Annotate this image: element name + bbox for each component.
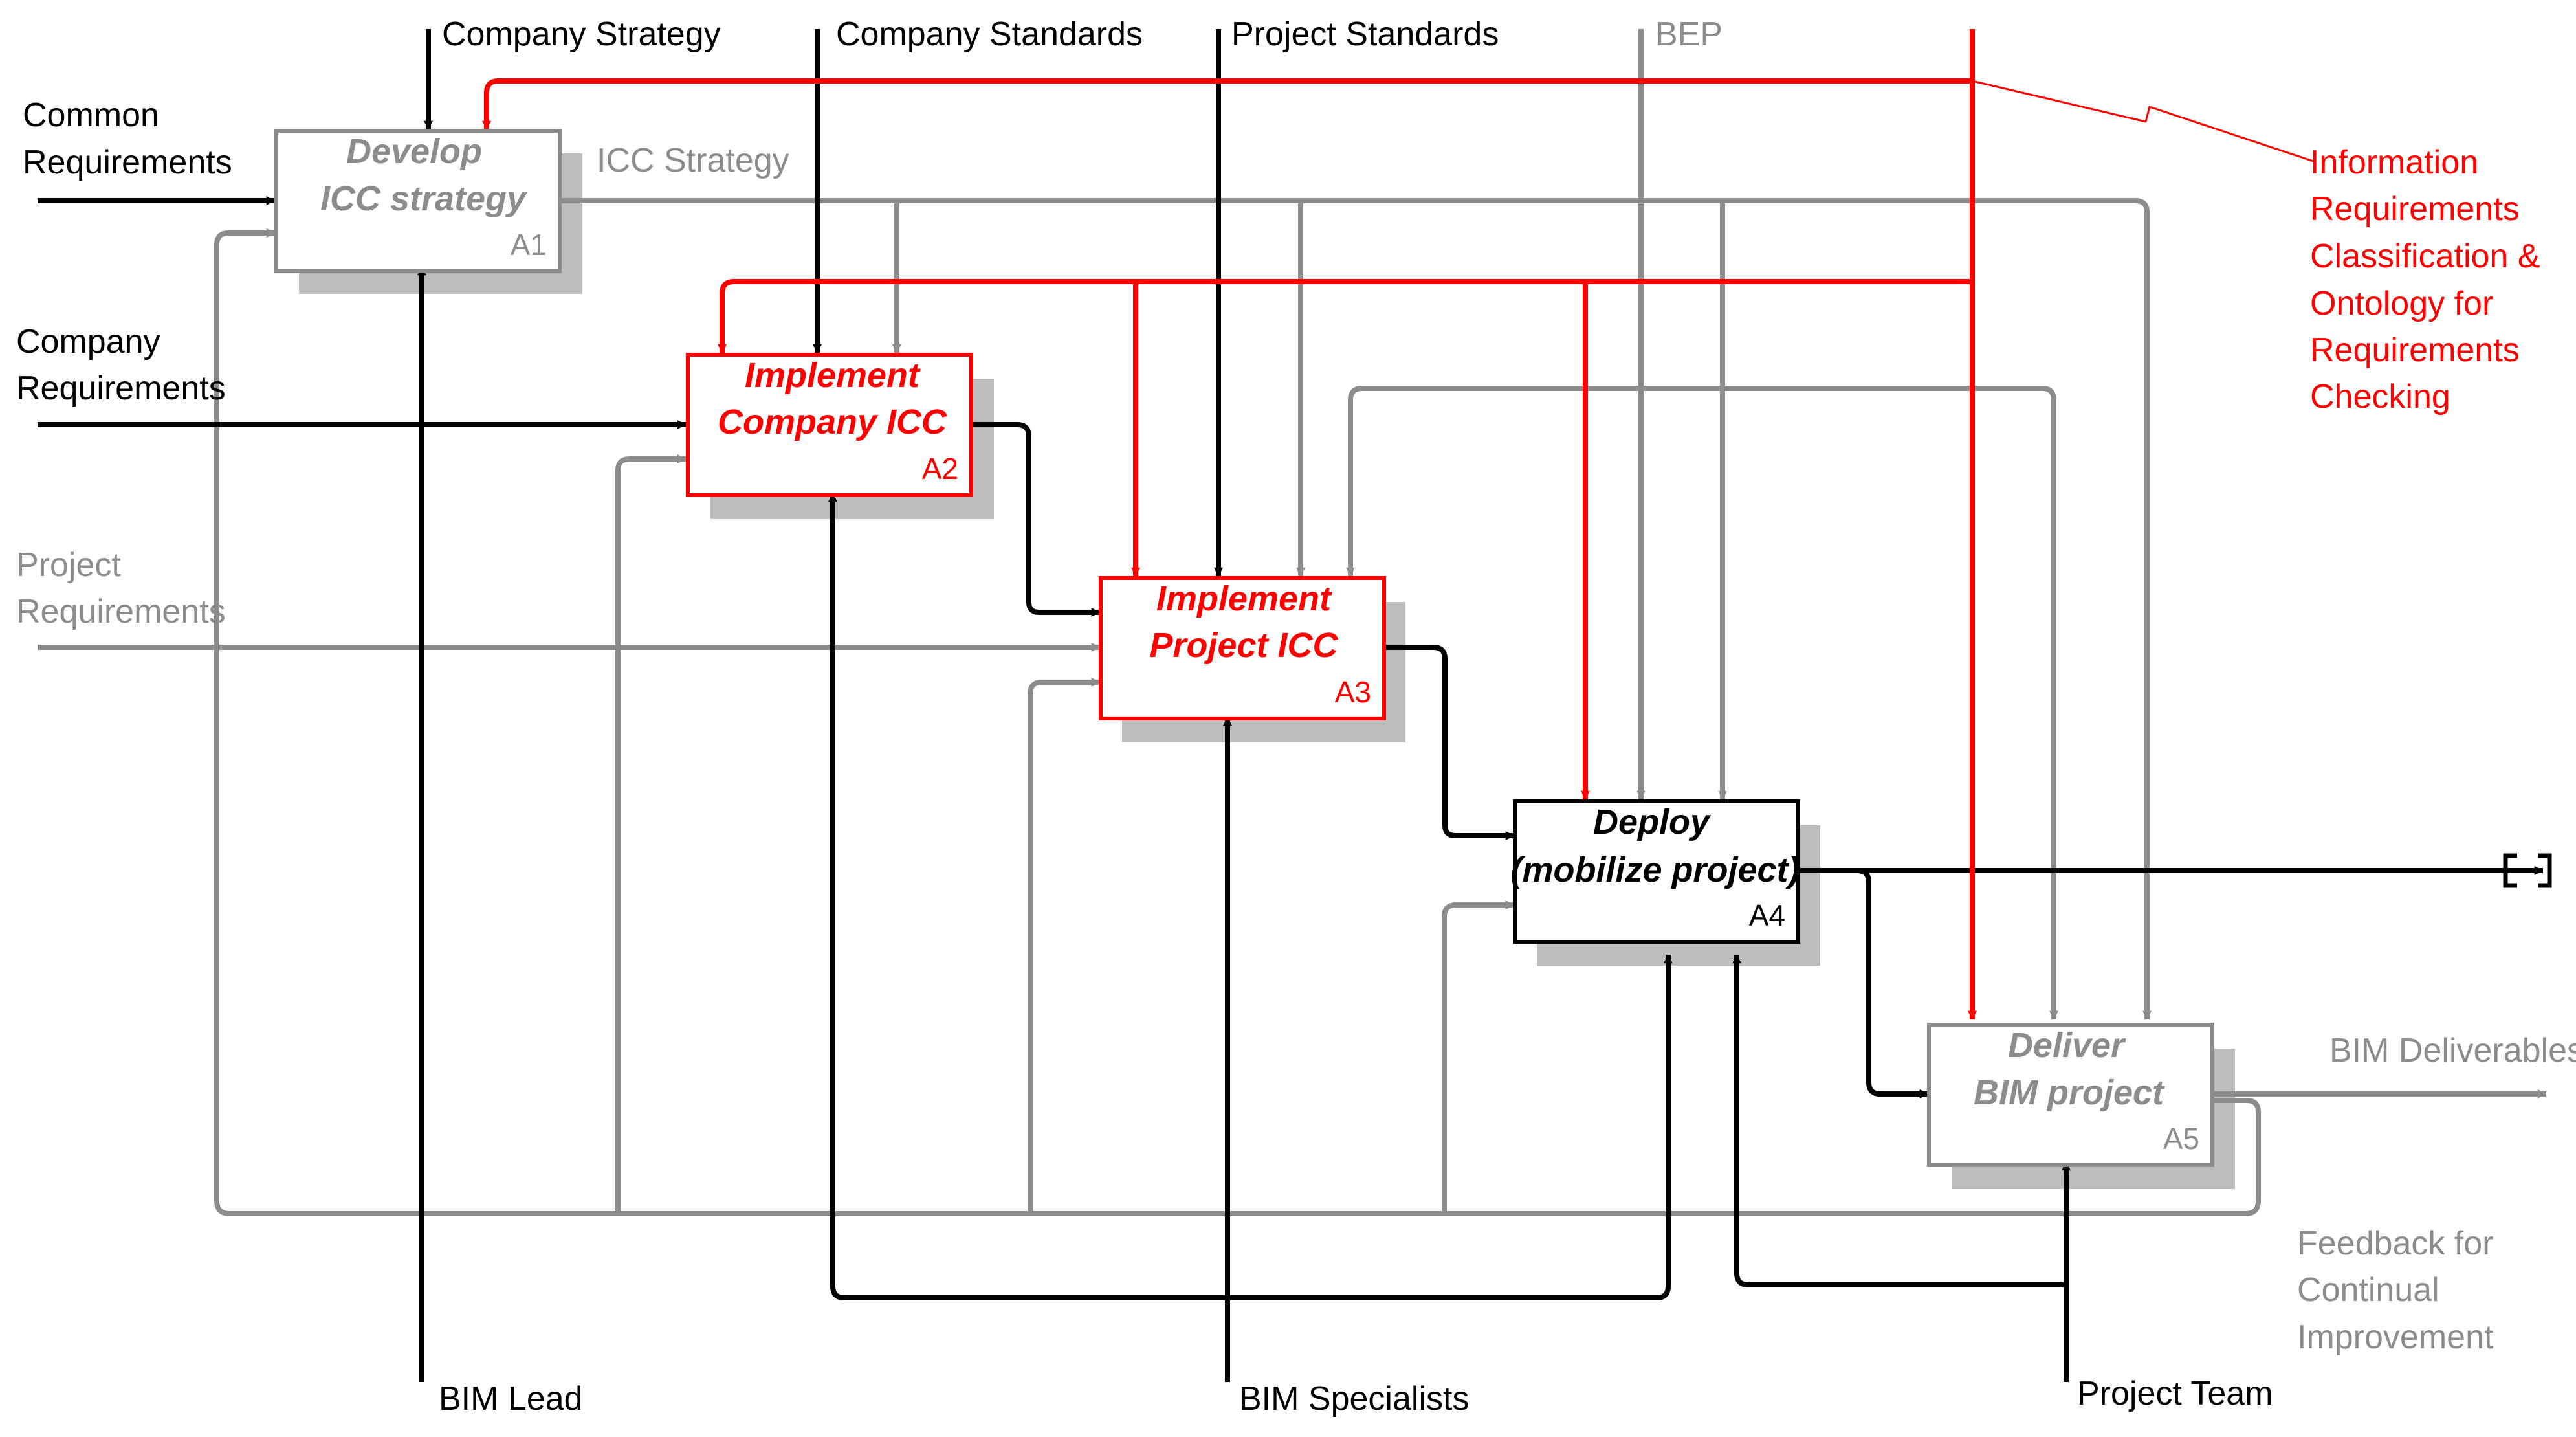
box-a5-title-1: Deliver <box>2008 1026 2126 1065</box>
company-requirements-label-1: Company <box>16 323 160 361</box>
box-a1: Develop ICC strategy A1 <box>274 129 562 273</box>
icc-strategy-line <box>562 198 2152 1020</box>
project-standards-label: Project Standards <box>1231 16 1499 53</box>
feedback-label-3: Improvement <box>2297 1319 2494 1356</box>
info-req-label-4: Ontology for <box>2310 285 2493 322</box>
info-req-label-5: Requirements <box>2310 331 2520 369</box>
input-labels: Common Requirements Company Requirements… <box>16 96 232 630</box>
box-a3-title-1: Implement <box>1156 579 1332 618</box>
output-labels: BIM Deliverables Feedback for Continual … <box>2297 1032 2576 1356</box>
bim-specialists-label: BIM Specialists <box>1239 1380 1469 1418</box>
box-a5-title-2: BIM project <box>1974 1073 2165 1112</box>
project-team-to-a4 <box>1732 954 2066 1287</box>
a2-output-to-a3 <box>964 422 1101 617</box>
a4-output-to-a5 <box>1799 868 1929 1098</box>
control-labels: Company Strategy Company Standards Proje… <box>442 16 1723 179</box>
bim-lead-label: BIM Lead <box>439 1380 583 1418</box>
common-requirements-label-1: Common <box>23 96 159 134</box>
bep-to-a5 <box>1641 386 2058 1020</box>
box-a3: Implement Project ICC A3 <box>1099 576 1386 720</box>
a3-output-to-a4 <box>1385 645 1515 840</box>
box-a3-title-2: Project ICC <box>1149 626 1338 665</box>
company-standards-label: Company Standards <box>836 16 1143 53</box>
company-strategy-label: Company Strategy <box>442 16 721 53</box>
info-req-bus <box>718 279 1972 353</box>
bim-deliverables-label: BIM Deliverables <box>2329 1032 2576 1069</box>
box-a4-number: A4 <box>1749 898 1785 932</box>
info-req-label-2: Requirements <box>2310 190 2520 228</box>
box-a2-number: A2 <box>922 452 958 485</box>
project-team-label: Project Team <box>2077 1375 2273 1412</box>
bep-to-a3 <box>1346 386 1641 577</box>
common-requirements-label-2: Requirements <box>23 144 232 181</box>
info-requirements-labels: Information Requirements Classification … <box>2310 144 2540 416</box>
black-arrows <box>38 29 2544 1382</box>
box-a1-number: A1 <box>511 228 547 262</box>
red-arrows <box>482 29 1977 1020</box>
feedback-label-1: Feedback for <box>2297 1225 2494 1262</box>
mechanism-labels: BIM Lead BIM Specialists Project Team <box>439 1375 2273 1418</box>
box-a2: Implement Company ICC A2 <box>686 353 973 497</box>
company-requirements-label-2: Requirements <box>16 370 226 407</box>
project-requirements-label-2: Requirements <box>16 593 226 630</box>
bep-label: BEP <box>1655 16 1723 53</box>
feedback-loop <box>214 228 2261 1216</box>
box-a4-title-2: (mobilize project) <box>1510 851 1800 889</box>
box-a5: Deliver BIM project A5 <box>1927 1023 2214 1167</box>
box-a3-number: A3 <box>1335 675 1371 709</box>
bim-specialists-to-a2-a4 <box>830 493 1671 1300</box>
box-a1-title-1: Develop <box>346 132 482 171</box>
feedback-to-a3 <box>1028 678 1101 1214</box>
box-a4-title-1: Deploy <box>1593 803 1712 841</box>
project-requirements-label-1: Project <box>16 546 121 584</box>
box-a4: Deploy (mobilize project) A4 <box>1510 799 1800 944</box>
box-a1-title-2: ICC strategy <box>320 179 528 218</box>
info-req-label-3: Classification & <box>2310 238 2540 275</box>
info-req-label-1: Information <box>2310 144 2478 181</box>
feedback-to-a4 <box>1442 900 1515 1214</box>
tunnel-icon <box>2503 853 2552 888</box>
info-req-label-6: Checking <box>2310 378 2450 416</box>
icc-strategy-label: ICC Strategy <box>597 142 789 179</box>
feedback-to-a2 <box>615 454 687 1214</box>
box-a2-title-2: Company ICC <box>718 403 947 441</box>
info-req-callout <box>1972 80 2316 163</box>
info-req-to-a1 <box>482 78 1972 130</box>
feedback-label-2: Continual <box>2297 1271 2439 1309</box>
box-a2-title-1: Implement <box>745 356 921 395</box>
box-a5-number: A5 <box>2163 1122 2199 1155</box>
gray-arrows <box>38 29 2547 1216</box>
